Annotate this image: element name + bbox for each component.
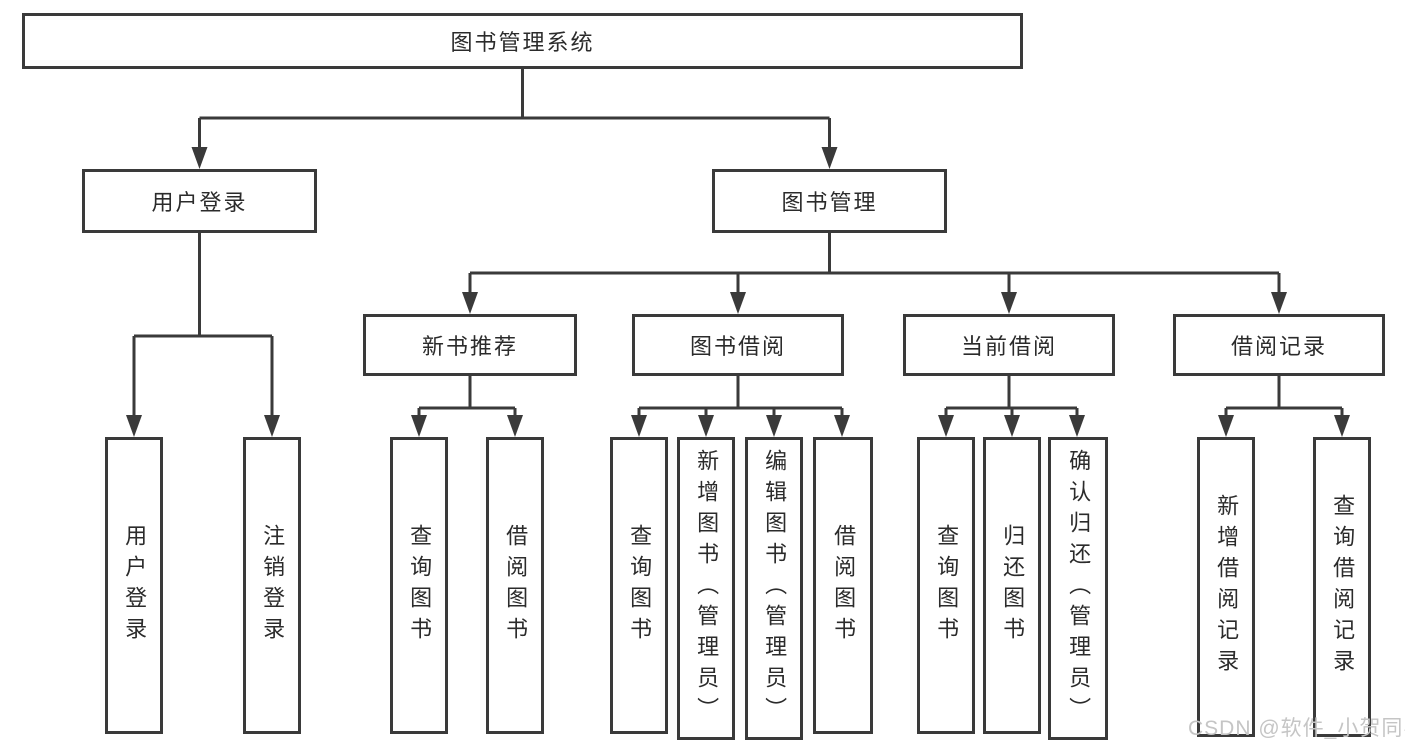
leaf-query-books-current: 查询图书 (917, 437, 975, 734)
node-label: 当前借阅 (960, 334, 1057, 359)
leaf-confirm-return-admin: 确认归还（管理员） (1048, 437, 1108, 740)
leaf-query-books-recommend: 查询图书 (390, 437, 448, 734)
node-label: 借阅记录 (1230, 334, 1327, 359)
leaf-add-borrow-record: 新增借阅记录 (1197, 437, 1255, 737)
node-new-book-recommend: 新书推荐 (363, 314, 577, 376)
node-user-login: 用户登录 (82, 169, 317, 233)
leaf-label: 借阅图书 (503, 523, 529, 648)
node-label: 图书借阅 (689, 334, 786, 359)
node-book-management: 图书管理 (712, 169, 947, 233)
leaf-edit-books-admin: 编辑图书（管理员） (745, 437, 803, 740)
leaf-logout: 注销登录 (243, 437, 301, 734)
leaf-label: 注销登录 (260, 523, 286, 648)
arrowhead-icons (126, 147, 1350, 437)
leaf-label: 确认归还（管理员） (1066, 449, 1092, 728)
leaf-label: 归还图书 (1000, 523, 1026, 648)
leaf-query-borrow-record: 查询借阅记录 (1313, 437, 1371, 737)
leaf-label: 查询图书 (407, 523, 433, 648)
node-label: 新书推荐 (421, 334, 518, 359)
leaf-query-books-borrow: 查询图书 (610, 437, 668, 734)
leaf-label: 查询图书 (934, 523, 960, 648)
node-book-borrowing: 图书借阅 (632, 314, 844, 376)
leaf-label: 查询图书 (627, 523, 653, 648)
leaf-label: 查询借阅记录 (1330, 494, 1356, 680)
leaf-label: 用户登录 (122, 523, 148, 648)
node-root-library-system: 图书管理系统 (22, 13, 1023, 69)
node-borrowing-records: 借阅记录 (1173, 314, 1385, 376)
leaf-label: 新增借阅记录 (1214, 494, 1240, 680)
leaf-label: 编辑图书（管理员） (762, 449, 788, 728)
node-current-borrowing: 当前借阅 (903, 314, 1115, 376)
node-label: 图书管理系统 (450, 30, 595, 55)
leaf-borrow-books: 借阅图书 (813, 437, 873, 734)
leaf-borrow-books-recommend: 借阅图书 (486, 437, 544, 734)
leaf-user-login: 用户登录 (105, 437, 163, 734)
node-label: 图书管理 (781, 190, 878, 215)
leaf-label: 新增图书（管理员） (694, 449, 720, 728)
leaf-add-books-admin: 新增图书（管理员） (677, 437, 735, 740)
leaf-label: 借阅图书 (831, 523, 857, 648)
csdn-watermark: CSDN @软件_小贺同学 (1188, 717, 1405, 740)
node-label: 用户登录 (151, 190, 248, 215)
leaf-return-books: 归还图书 (983, 437, 1041, 734)
